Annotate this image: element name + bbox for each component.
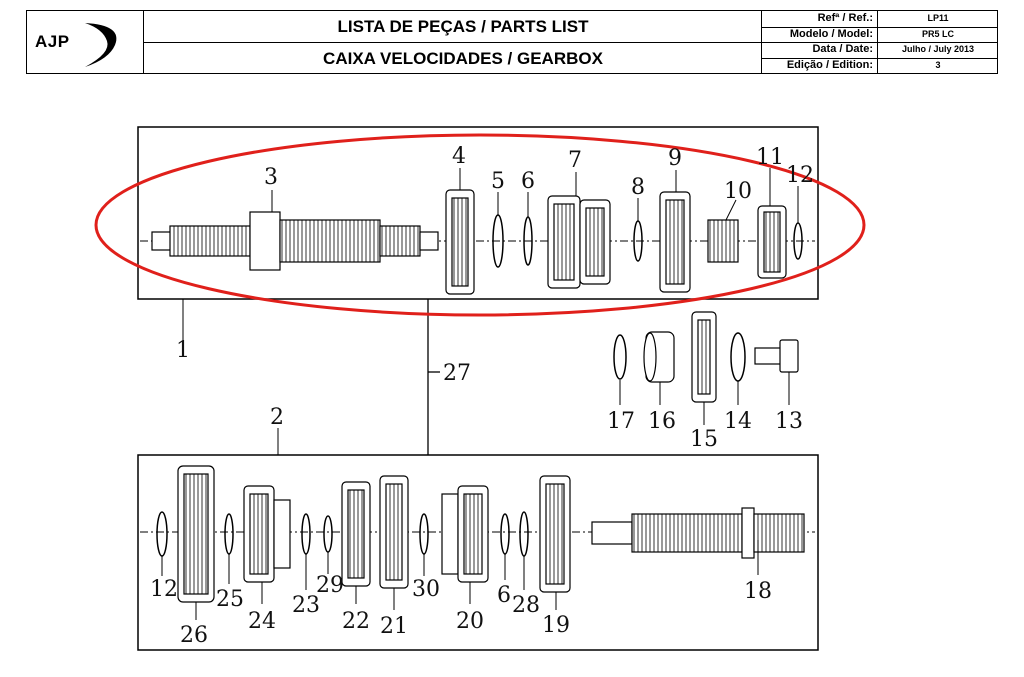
label-16: 16 [648,409,676,434]
title-parts-list: LISTA DE PEÇAS / PARTS LIST [337,17,589,36]
bearing-16 [643,331,675,383]
info-key: Modelo / Model: [762,26,878,42]
lower-shaft-frame [137,454,819,651]
label-23: 23 [292,593,320,618]
upper-shaft-frame [137,126,819,300]
circlip-17 [613,334,627,380]
label-26: 26 [180,623,208,648]
title-block: LISTA DE PEÇAS / PARTS LIST CAIXA VELOCI… [143,11,783,73]
gear-19 [539,475,571,593]
info-value: LP11 [927,13,949,23]
label-13: 13 [775,409,803,434]
bolt-13 [754,339,799,373]
washer-12-lower [156,511,168,557]
label-17: 17 [607,409,635,434]
info-table: Refª / Ref.: LP11 Modelo / Model: PR5 LC D… [761,11,998,73]
info-key: Data / Date: [762,42,878,58]
info-row-model: Modelo / Model: PR5 LC [762,26,998,43]
label-24: 24 [248,609,276,634]
info-value: 3 [935,59,941,70]
sprocket-15 [691,311,717,403]
gear-26 [177,465,215,603]
info-key: Edição / Edition: [762,57,878,73]
info-value: PR5 LC [921,28,954,39]
washer-6-lower [500,513,510,555]
info-row-ref: Refª / Ref.: LP11 [762,11,998,28]
label-12-lower: 12 [150,577,178,602]
info-row-edition: Edição / Edition: 3 [762,57,998,73]
highlight-ellipse [94,133,866,317]
label-25: 25 [216,587,244,612]
label-7: 7 [568,148,582,173]
gear-20 [441,485,489,583]
label-18: 18 [744,579,772,604]
label-28: 28 [512,593,540,618]
label-30: 30 [412,577,440,602]
label-5: 5 [491,169,505,194]
gear-4 [445,189,475,295]
label-1: 1 [176,338,190,363]
label-8: 8 [631,175,645,200]
washer-30 [419,513,429,555]
gear-21 [379,475,409,589]
header-block: AJP LISTA DE PEÇAS / PARTS LIST CAIXA VE… [26,10,998,74]
label-12: 12 [786,163,814,188]
label-29: 29 [316,573,344,598]
label-20: 20 [456,609,484,634]
label-22: 22 [342,609,370,634]
gear-7 [547,195,611,289]
output-shaft-18 [591,507,805,559]
label-15: 15 [690,427,718,452]
label-2: 2 [270,405,284,430]
label-6-lower: 6 [497,583,511,608]
label-4: 4 [452,144,466,169]
main-shaft [151,211,439,271]
label-6: 6 [521,169,535,194]
gear-22 [341,481,371,587]
gear-9 [659,191,691,293]
washer-29 [323,515,333,553]
gear-11 [757,205,787,279]
label-11: 11 [756,145,784,170]
info-key: Refª / Ref.: [762,11,878,27]
logo-swoosh-icon [85,23,117,67]
label-10: 10 [724,179,752,204]
info-value: Julho / July 2013 [901,44,975,54]
label-27: 27 [443,361,471,386]
label-3: 3 [264,165,278,190]
washer-23 [301,513,311,555]
needle-bearing-10 [707,219,739,263]
info-row-date: Data / Date: Julho / July 2013 [762,42,998,59]
washer-25 [224,513,234,555]
label-21: 21 [380,614,408,639]
washer-28 [519,511,529,557]
label-14: 14 [724,409,752,434]
title-gearbox: CAIXA VELOCIDADES / GEARBOX [323,49,603,68]
gear-24 [243,485,291,583]
washer-14 [730,332,746,382]
logo-text: AJP [35,32,70,51]
label-19: 19 [542,613,570,638]
label-9: 9 [668,146,682,171]
